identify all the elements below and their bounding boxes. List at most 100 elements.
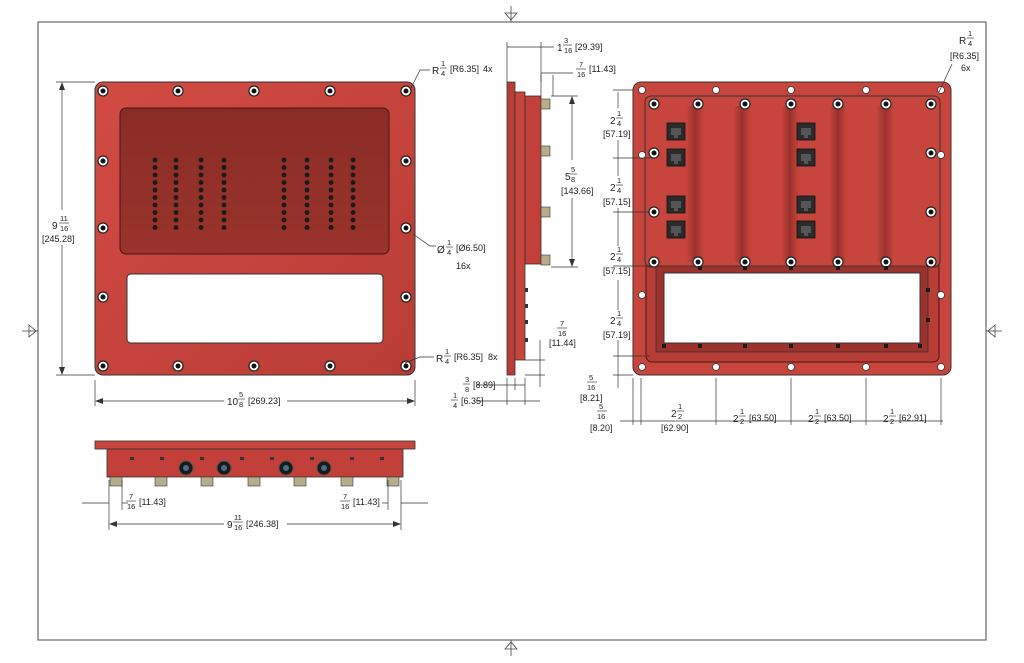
side-wall	[524, 95, 542, 265]
svg-text:[57.19]: [57.19]	[603, 129, 631, 139]
dim-bottom-left-offset: 7 16 [11.43]	[126, 492, 166, 511]
back-rib	[686, 106, 704, 262]
connector-pin	[328, 210, 334, 215]
connector-pin	[281, 165, 287, 170]
connector-pin	[173, 187, 179, 193]
back-pin	[926, 318, 930, 322]
svg-text:[Ø6.50]: [Ø6.50]	[456, 243, 486, 253]
svg-text:[246.38]: [246.38]	[246, 519, 279, 529]
svg-text:2: 2	[740, 417, 744, 426]
svg-text:7: 7	[579, 60, 583, 69]
back-mounting-hole	[925, 206, 937, 218]
connector-pin	[221, 165, 227, 170]
svg-text:4: 4	[617, 119, 621, 128]
connector-pin	[198, 180, 204, 185]
back-rib	[781, 106, 799, 262]
svg-text:9: 9	[227, 520, 233, 531]
bottom-stud	[340, 476, 354, 487]
svg-text:[269.23]: [269.23]	[248, 396, 281, 406]
bottom-stud	[293, 476, 307, 487]
svg-text:10: 10	[227, 397, 239, 408]
svg-text:3: 3	[564, 36, 568, 45]
svg-text:16: 16	[577, 70, 585, 79]
svg-text:8x: 8x	[488, 352, 498, 362]
connector-pin	[281, 172, 287, 178]
side-flange	[506, 81, 516, 376]
back-rib	[876, 106, 894, 262]
dim-back-v5: 5 16 [8.21]	[580, 373, 603, 403]
rj45-jack-icon	[796, 148, 816, 167]
back-rib	[829, 106, 847, 262]
connector-pin	[328, 225, 334, 230]
connector-pin	[173, 217, 179, 223]
back-pin	[789, 344, 793, 348]
back-pin	[743, 266, 747, 270]
connector-pin	[198, 165, 204, 170]
svg-text:9: 9	[52, 221, 58, 232]
svg-text:4: 4	[447, 248, 451, 257]
back-mounting-hole	[925, 98, 937, 110]
mounting-hole	[400, 85, 412, 97]
svg-text:[62.90]: [62.90]	[661, 423, 689, 433]
dim-front-hole: Ø 1 4 [Ø6.50] 16x	[437, 238, 486, 271]
connector-pin	[173, 157, 179, 163]
connector-pin	[281, 202, 287, 208]
svg-text:1: 1	[617, 309, 621, 318]
connector-pin	[304, 172, 310, 178]
back-mounting-hole	[739, 98, 751, 110]
dim-back-h0: 5 16 [8.20]	[590, 402, 613, 433]
dim-bottom-right-offset: 7 16 [11.43]	[340, 492, 380, 511]
dim-side-plate: 3 8 [8.89]	[463, 375, 496, 394]
svg-text:4: 4	[617, 255, 621, 264]
svg-text:Ø: Ø	[437, 245, 445, 256]
mounting-hole	[172, 85, 184, 97]
back-flange-hole	[638, 363, 646, 371]
dim-back-h4: 2 1 2 [62.91]	[883, 407, 927, 426]
dim-side-flange: 1 4 [6.35]	[451, 391, 484, 410]
rj45-jack-icon	[666, 122, 686, 141]
svg-text:[11.44]: [11.44]	[549, 338, 576, 348]
connector-pin	[304, 195, 310, 200]
bottom-tab	[130, 457, 134, 460]
connector-pin	[350, 165, 356, 170]
connector-pin	[198, 210, 204, 215]
bottom-tab	[160, 457, 164, 460]
bottom-stud	[109, 476, 123, 487]
svg-text:8: 8	[571, 175, 575, 184]
dim-back-h1: 2 1 2 [62.90]	[661, 402, 689, 433]
svg-text:1: 1	[445, 347, 449, 356]
svg-text:1: 1	[815, 407, 819, 416]
svg-text:2: 2	[815, 417, 819, 426]
svg-text:5: 5	[571, 165, 575, 174]
back-mounting-hole	[785, 98, 797, 110]
connector-pin	[328, 172, 334, 178]
mounting-hole	[400, 291, 412, 303]
back-pin	[698, 266, 702, 270]
back-pin	[698, 344, 702, 348]
svg-text:2: 2	[890, 417, 894, 426]
back-mounting-hole	[648, 206, 660, 218]
svg-text:[29.39]: [29.39]	[575, 42, 603, 52]
rj45-jack-icon	[796, 122, 816, 141]
dim-side-depth: 1 3 16 [29.39]	[557, 36, 603, 55]
back-flange-hole	[937, 363, 945, 371]
svg-text:5: 5	[599, 402, 603, 411]
svg-text:[R6.35]: [R6.35]	[454, 352, 483, 362]
connector-pin	[304, 225, 310, 230]
mounting-hole	[97, 291, 109, 303]
side-stud	[540, 206, 551, 218]
svg-text:[62.91]: [62.91]	[899, 413, 927, 423]
connector-pin	[173, 225, 179, 230]
connector-pin	[221, 202, 227, 208]
connector-pin	[304, 210, 310, 215]
svg-text:[143.66]: [143.66]	[561, 186, 594, 196]
svg-text:[57.15]: [57.15]	[603, 266, 631, 276]
bottom-connectors	[109, 457, 400, 487]
front-window	[126, 273, 384, 344]
svg-text:[63.50]: [63.50]	[824, 413, 852, 423]
svg-text:[63.50]: [63.50]	[749, 413, 777, 423]
side-view	[506, 81, 551, 376]
bottom-tab	[200, 457, 204, 460]
svg-text:11: 11	[60, 214, 68, 223]
side-connector-studs	[525, 98, 551, 342]
